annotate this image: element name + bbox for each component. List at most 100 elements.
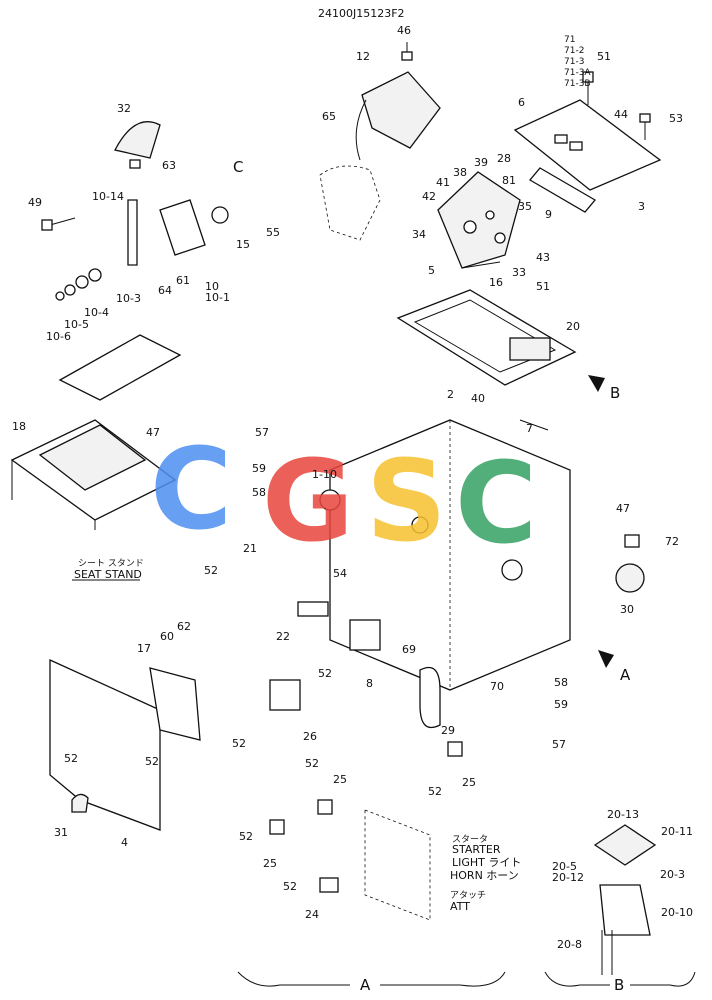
view-b-arrow-label: B bbox=[610, 384, 620, 402]
light-label: LIGHT ライト bbox=[452, 856, 521, 869]
part-label: 10-14 bbox=[92, 190, 124, 203]
part-label: 10-5 bbox=[64, 318, 89, 331]
grommet-29 bbox=[419, 666, 441, 729]
floor-plate-group bbox=[396, 289, 577, 386]
part-label: 70 bbox=[490, 680, 504, 693]
seat-stand-group bbox=[10, 334, 182, 530]
part-label: 28 bbox=[497, 152, 511, 165]
relay-8 bbox=[349, 619, 381, 651]
part-label: 10-6 bbox=[46, 330, 71, 343]
part-label: 22 bbox=[276, 630, 290, 643]
relay-group bbox=[269, 601, 463, 921]
part-label: 71-2 bbox=[564, 46, 584, 56]
part-label: 35 bbox=[518, 200, 532, 213]
part-label: 59 bbox=[554, 698, 568, 711]
part-label: 51 bbox=[536, 280, 550, 293]
part-label: 58 bbox=[252, 486, 266, 499]
part-label: 60 bbox=[160, 630, 174, 643]
relay-24 bbox=[319, 877, 339, 893]
switch-box-group bbox=[437, 171, 521, 269]
part-label: 52 bbox=[145, 755, 159, 768]
grommet-31 bbox=[71, 793, 89, 813]
part-label: 20-5 bbox=[552, 860, 577, 873]
cover-plate-3 bbox=[513, 99, 662, 191]
drawing-number: 24100J15123F2 bbox=[318, 7, 405, 20]
part-label: 10 bbox=[205, 280, 219, 293]
connector-20-10 bbox=[599, 884, 651, 936]
att-label: ATT bbox=[450, 900, 470, 913]
part-label: 72 bbox=[665, 535, 679, 548]
cover-20-13 bbox=[593, 824, 657, 866]
part-label: 10-4 bbox=[84, 306, 109, 319]
part-label: 31 bbox=[54, 826, 68, 839]
part-label: 51 bbox=[597, 50, 611, 63]
arrow-a-icon bbox=[598, 650, 614, 668]
seat-stand-label: SEAT STAND bbox=[74, 568, 142, 581]
detail-b-group bbox=[593, 824, 657, 975]
part-label: 61 bbox=[176, 274, 190, 287]
upper-plate bbox=[58, 334, 182, 401]
gasket-9 bbox=[529, 167, 596, 213]
part-label: 24 bbox=[305, 908, 319, 921]
switch-box-5 bbox=[437, 171, 521, 269]
part-label: 64 bbox=[158, 284, 172, 297]
part-label: 71 bbox=[564, 35, 575, 45]
part-label: 52 bbox=[305, 757, 319, 770]
part-label: 5 bbox=[428, 264, 435, 277]
part-label: 9 bbox=[545, 208, 552, 221]
terminal-22 bbox=[297, 601, 329, 617]
starter-jp-label: スタータ bbox=[452, 834, 488, 845]
part-label: 20 bbox=[566, 320, 580, 333]
lever-10-14 bbox=[127, 199, 138, 266]
bracket-a-left bbox=[237, 971, 350, 987]
part-label: 47 bbox=[146, 426, 160, 439]
part-label: 62 bbox=[177, 620, 191, 633]
bolt-53 bbox=[639, 113, 651, 123]
horn-label: HORN ホーン bbox=[450, 869, 519, 882]
part-label: 18 bbox=[12, 420, 26, 433]
seat-stand-jp-label: シート スタンド bbox=[78, 558, 144, 569]
part-label: 33 bbox=[512, 266, 526, 279]
part-label: 52 bbox=[64, 752, 78, 765]
knob-32 bbox=[114, 121, 161, 159]
part-label: 81 bbox=[502, 174, 516, 187]
relay-25-lower bbox=[269, 819, 285, 835]
plate-20 bbox=[509, 337, 551, 361]
part-label: 7 bbox=[526, 422, 533, 435]
part-label: 3 bbox=[638, 200, 645, 213]
watermark-letter-s: S bbox=[366, 437, 447, 567]
part-label: 21 bbox=[243, 542, 257, 555]
part-label: 46 bbox=[397, 24, 411, 37]
plate-72 bbox=[624, 534, 640, 548]
bolt-49 bbox=[41, 219, 53, 231]
part-label: 20-12 bbox=[552, 871, 584, 884]
att-jp-label: アタッチ bbox=[450, 890, 486, 901]
bracket-10 bbox=[159, 199, 206, 256]
part-label: 4 bbox=[121, 836, 128, 849]
part-label: 44 bbox=[614, 108, 628, 121]
side-plate-group bbox=[49, 658, 201, 831]
ghost-frame-outline bbox=[319, 165, 381, 241]
part-label: 57 bbox=[552, 738, 566, 751]
part-label: 25 bbox=[462, 776, 476, 789]
bracket-b-left bbox=[544, 971, 610, 987]
lever-assembly-c bbox=[41, 121, 229, 301]
arrow-b-icon bbox=[588, 375, 605, 392]
part-label: 20-3 bbox=[660, 868, 685, 881]
part-label: 52 bbox=[318, 667, 332, 680]
part-label: 6 bbox=[518, 96, 525, 109]
view-b-bracket-label: B bbox=[614, 976, 624, 994]
part-label: 52 bbox=[428, 785, 442, 798]
part-label: 8 bbox=[366, 677, 373, 690]
main-frame-group bbox=[319, 419, 645, 691]
part-label: 20-8 bbox=[557, 938, 582, 951]
watermark-letter-g: G bbox=[262, 437, 354, 567]
part-label: 71-3A bbox=[564, 68, 591, 78]
part-label: 41 bbox=[436, 176, 450, 189]
relay-25 bbox=[447, 741, 463, 757]
part-label: 71-3B bbox=[564, 79, 591, 89]
part-label: 20-13 bbox=[607, 808, 639, 821]
part-label: 12 bbox=[356, 50, 370, 63]
part-label: 71-3 bbox=[564, 57, 584, 67]
part-label: 52 bbox=[283, 880, 297, 893]
